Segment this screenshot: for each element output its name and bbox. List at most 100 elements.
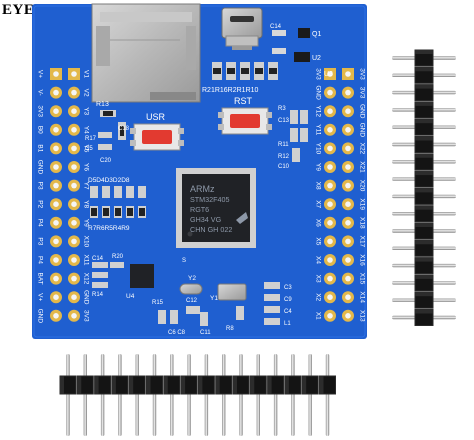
header-pin	[66, 354, 70, 436]
label-c9: C9	[284, 297, 292, 303]
pad-hole	[327, 182, 333, 189]
pin-label: P4	[36, 256, 43, 264]
pad-hole	[71, 108, 77, 114]
label-c12: C12	[186, 298, 198, 304]
header-spacer-shade	[415, 119, 433, 124]
pad-hole	[345, 220, 351, 226]
pin-label: 3V3	[358, 68, 365, 80]
left-small-components	[98, 110, 126, 150]
pad-hole	[345, 108, 351, 114]
pad-hole	[327, 313, 333, 319]
pin-label: Y9	[314, 163, 321, 171]
pad-hole	[327, 71, 333, 77]
pad-hole	[345, 313, 351, 319]
pad-hole	[71, 257, 77, 263]
pad-hole	[53, 71, 59, 77]
pad-hole	[71, 71, 77, 77]
label-y1: Y1	[210, 295, 218, 302]
right-header-pads	[324, 68, 354, 322]
label-l1: L1	[284, 321, 291, 327]
pad-hole	[53, 275, 59, 282]
pin-label: 3V3	[82, 310, 89, 322]
pad-hole	[53, 127, 59, 133]
header-pin	[239, 354, 243, 436]
pin-label: V-	[36, 90, 43, 96]
vertical-pin-header	[392, 49, 456, 326]
crystal-y1	[217, 283, 247, 301]
user-button[interactable]	[130, 123, 184, 151]
header-pin	[187, 354, 191, 436]
pad-hole	[71, 238, 77, 245]
pad-hole	[327, 201, 333, 207]
pin-label: Y10	[314, 143, 321, 155]
pad-hole	[327, 145, 333, 152]
label-c14-bottom: C14	[92, 256, 104, 262]
label-q1: Q1	[312, 31, 321, 38]
label-c20: C20	[100, 158, 112, 164]
pin-label: GND	[82, 290, 89, 305]
header-spacer-shade	[215, 376, 220, 394]
pin-label: Y12	[314, 105, 321, 117]
header-pin	[152, 354, 157, 436]
pad-hole	[71, 164, 77, 170]
pin-label: P3	[36, 237, 43, 245]
pad-hole	[345, 201, 351, 207]
pin-label: 3V3	[314, 68, 321, 80]
label-u3: U3	[324, 71, 333, 78]
mcu-marking-line: ARMz	[190, 184, 215, 194]
pad-hole	[71, 220, 77, 226]
header-spacer-shade	[302, 376, 307, 394]
pad-hole	[71, 201, 77, 207]
reset-button[interactable]	[218, 107, 272, 135]
pin-label: X6	[314, 219, 321, 227]
pin-label: GND	[358, 123, 365, 138]
pad-hole	[327, 89, 333, 96]
pin-label: X17	[358, 236, 365, 248]
pin-label: P3	[36, 182, 43, 190]
pad-hole	[345, 89, 351, 96]
header-spacer-shade	[94, 376, 99, 394]
pin-label: X2	[314, 293, 321, 301]
pin-label: B0	[36, 126, 43, 134]
header-spacer-shade	[284, 376, 289, 394]
mcu-marking-line: STM32F405	[190, 195, 230, 204]
pin-label: X18	[358, 217, 365, 229]
top-resistor-row	[212, 62, 278, 80]
reset-button-label: RST	[234, 96, 253, 106]
header-pin	[256, 354, 260, 436]
pin-label: P4	[36, 219, 43, 227]
label-r-top-row: R21R16R2R1R10	[202, 87, 259, 94]
label-c14-top: C14	[270, 24, 282, 30]
pin-label: GND	[358, 104, 365, 119]
mcu-marking-line: RGT6	[190, 205, 209, 214]
header-pin	[135, 354, 139, 436]
user-button-label: USR	[146, 112, 166, 122]
mcu-marking-line: GH34 VG	[190, 215, 222, 224]
label-r20: R20	[112, 254, 124, 260]
pad-hole	[327, 294, 333, 301]
header-spacer-shade	[415, 240, 433, 245]
pin-label: GND	[36, 309, 43, 324]
pin-label: X8	[314, 182, 321, 190]
pin-label: GND	[314, 85, 321, 100]
label-d-row: D5D4D3D2D8	[88, 177, 130, 184]
header-pin	[222, 354, 226, 436]
right-small-components	[290, 110, 308, 162]
pad-hole	[53, 182, 59, 189]
pin-label: X20	[358, 180, 365, 192]
pad-hole	[345, 145, 351, 152]
bottom-capacitors	[158, 282, 280, 326]
header-pin	[308, 354, 312, 436]
pin-label: X22	[358, 143, 365, 155]
led-array	[90, 186, 146, 218]
label-c10: C10	[278, 164, 290, 170]
pin-label: X15	[358, 273, 365, 285]
label-c13: C13	[278, 118, 290, 124]
header-pin	[204, 354, 209, 436]
header-spacer-shade	[319, 376, 324, 394]
header-spacer-shade	[163, 376, 168, 394]
header-spacer-shade	[415, 205, 433, 210]
